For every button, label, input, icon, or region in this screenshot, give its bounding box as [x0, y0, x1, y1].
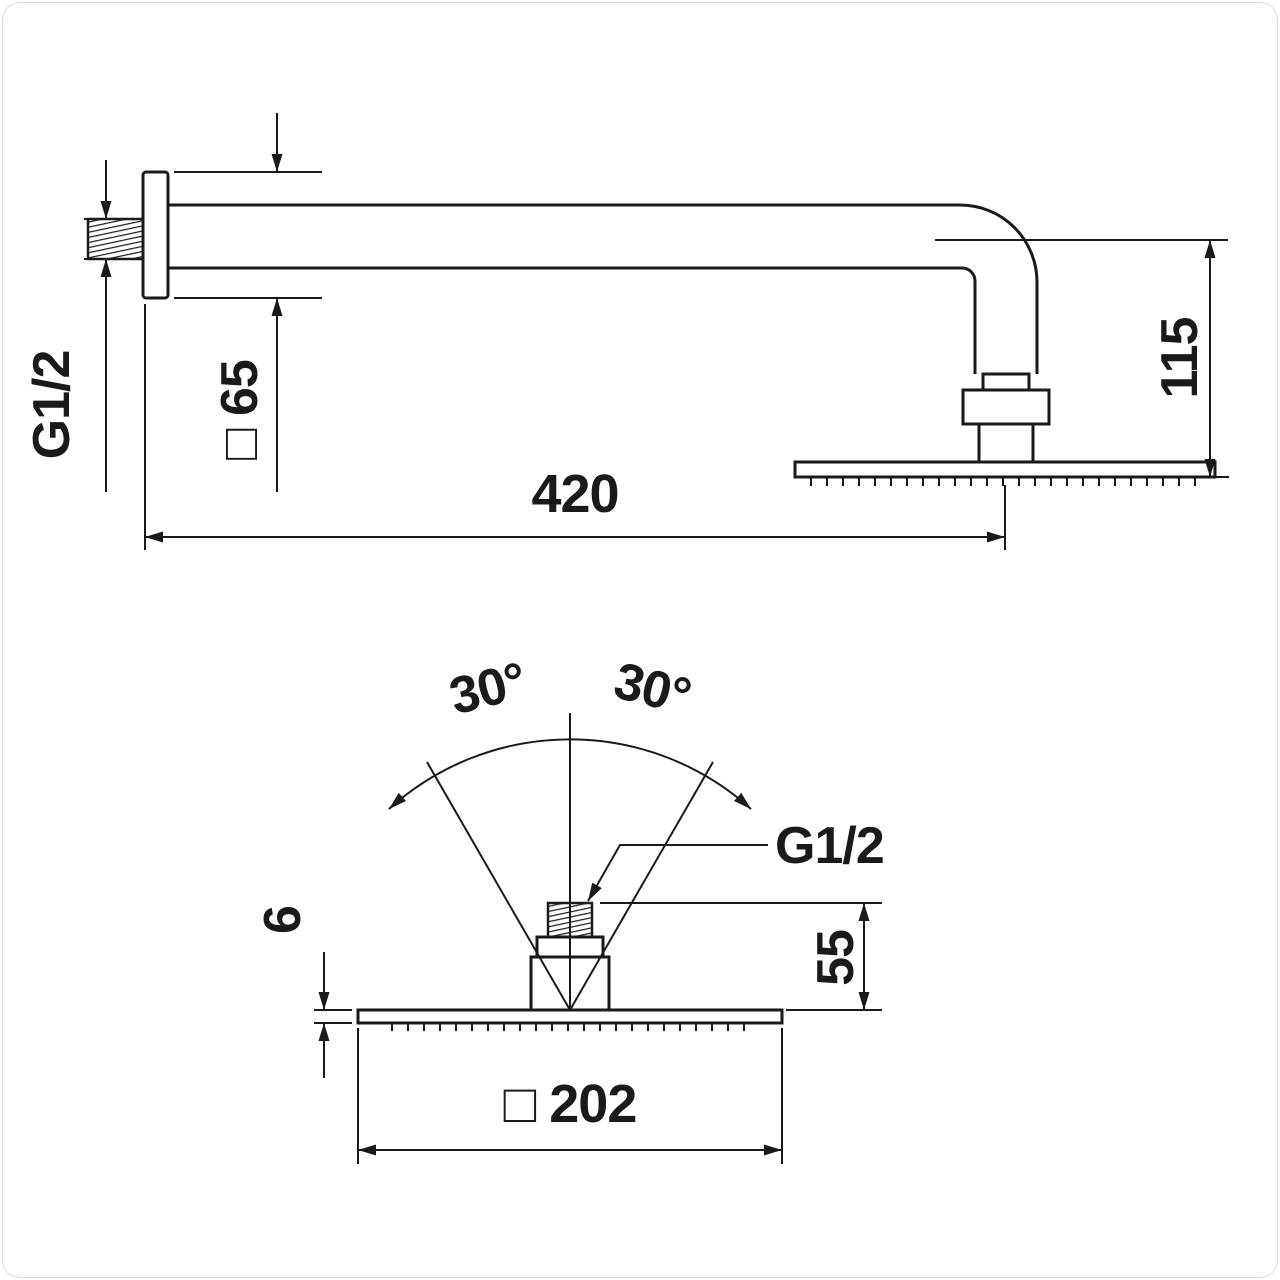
- arrow-up: [1204, 240, 1216, 258]
- nozzle-ticks-side: [810, 477, 1196, 486]
- dim-head-202: □ 202: [357, 1028, 783, 1164]
- arc-arrow-left: [389, 792, 407, 809]
- nozzle-ticks-front: [391, 1023, 745, 1031]
- arm-length-label: 420: [531, 464, 618, 524]
- arm-outer-edge: [168, 203, 1039, 374]
- dim-thread-side: G1/2: [23, 160, 130, 492]
- dim-plate-6: 6: [254, 906, 352, 1078]
- arrow-down: [100, 201, 112, 219]
- arrow-up: [100, 259, 112, 277]
- arrow-down: [271, 154, 283, 172]
- arm-inner-edge: [168, 266, 977, 374]
- head-plate-front: [356, 1008, 784, 1025]
- arrow-up: [271, 298, 283, 316]
- thread-stub: [86, 217, 145, 261]
- arrow-right: [764, 1144, 782, 1156]
- plate-thickness-label: 6: [254, 906, 312, 934]
- thread-nipple: [546, 901, 594, 939]
- front-view-group: 30° 30° G1/2: [254, 652, 885, 1164]
- arc-arrow-right: [733, 792, 751, 809]
- leader-arrow: [588, 882, 602, 901]
- leader-thread-front: G1/2: [587, 817, 885, 902]
- angle-arc: [388, 738, 752, 810]
- swivel-ray-left: [426, 761, 571, 1011]
- swivel-angle-left-label: 30°: [444, 652, 531, 727]
- arrow-down: [318, 992, 330, 1010]
- flange-size-label: □ 65: [211, 360, 269, 460]
- dim-drop-115: 115: [935, 239, 1229, 478]
- swivel-ray-right: [569, 761, 714, 1011]
- connector-nut: [961, 388, 1051, 426]
- side-thread-label: G1/2: [23, 351, 81, 460]
- drop-height-label: 115: [1151, 317, 1209, 398]
- head-plate-side: [793, 460, 1217, 479]
- side-view-group: G1/2 □ 65 420: [23, 113, 1229, 550]
- head-size-label: □ 202: [504, 1074, 637, 1134]
- connector-height-label: 55: [807, 930, 865, 986]
- front-thread-label: G1/2: [775, 817, 884, 875]
- arrow-down: [1204, 459, 1216, 477]
- arrow-up: [318, 1023, 330, 1041]
- arrow-left: [145, 531, 163, 543]
- swivel-angle-right-label: 30°: [609, 652, 696, 727]
- dim-arm-420: 420: [144, 304, 1006, 550]
- connector-base: [977, 422, 1035, 464]
- arrow-up: [858, 903, 870, 921]
- arrow-down: [858, 992, 870, 1010]
- wall-flange: [141, 170, 170, 300]
- dim-connector-55: 55: [600, 902, 882, 1011]
- arrow-left: [358, 1144, 376, 1156]
- connector-neck: [981, 372, 1031, 392]
- dim-flange-65: □ 65: [174, 113, 322, 492]
- arrow-right: [987, 531, 1005, 543]
